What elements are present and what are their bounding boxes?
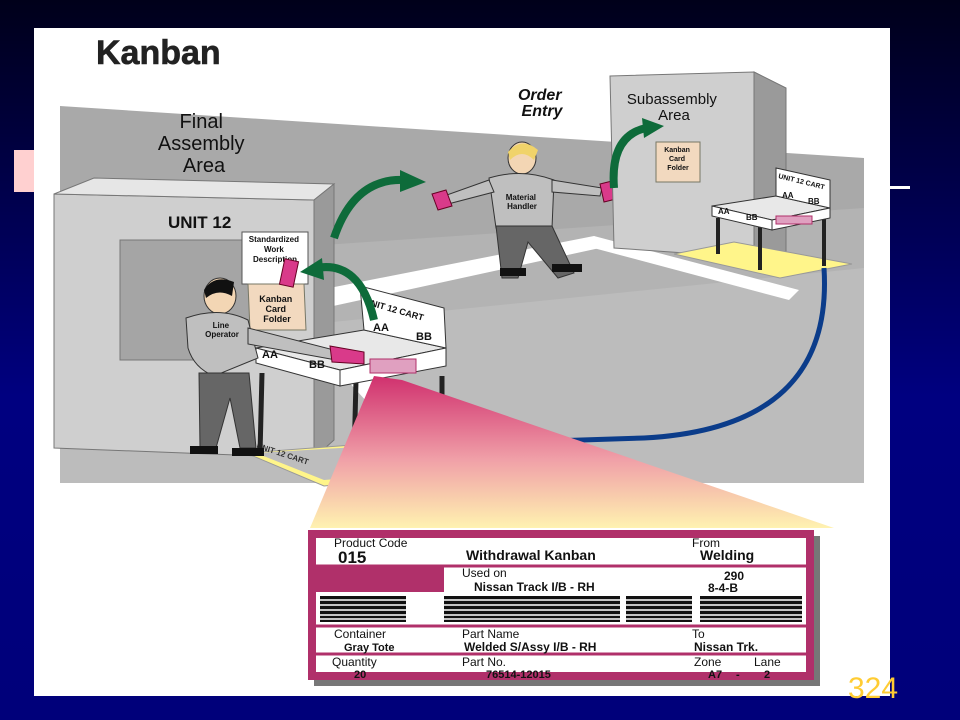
sub-cart-side-bb-label: BB (746, 213, 758, 222)
part-name-label: Part Name (462, 627, 520, 641)
svg-text:Line Operator: Line Operator (205, 321, 239, 339)
svg-text:Final Assembly: Final Assembly Area (158, 111, 250, 177)
sub-cart-side-aa-label: AA (718, 207, 730, 216)
slide-title: Kanban (96, 34, 221, 72)
kanban-card-in-hand (329, 345, 365, 365)
floor-lane-line (304, 236, 609, 308)
card-type-label: Withdrawal Kanban (466, 547, 596, 563)
svg-text:Kanban Card Fo: Kanban Card Folder (259, 294, 295, 324)
card-used-on-block (316, 566, 444, 592)
to-label: To (692, 627, 705, 641)
unit12-label: UNIT 12 (168, 213, 231, 232)
part-no-value: 76514-12015 (486, 669, 551, 681)
arrow-cart-return (519, 267, 827, 445)
to-value: Nissan Trk. (694, 640, 758, 654)
location-top-value: 290 (724, 569, 744, 583)
used-on-value: Nissan Track I/B - RH (474, 580, 595, 594)
used-on-label: Used on (462, 566, 507, 580)
arrow-cart-to-handler (330, 175, 405, 240)
cart-side-aa-label: AA (262, 349, 278, 361)
svg-text:Material Handler: Material Handler (506, 193, 538, 211)
zone-lane-separator: - (736, 669, 740, 681)
final-assembly-label-3: Area (183, 155, 226, 177)
final-assembly-label-2: Assembly (158, 133, 245, 155)
container-label: Container (334, 627, 386, 641)
from-value: Welding (700, 547, 754, 563)
subassembly-label-1: Subassembly (627, 91, 718, 108)
arrow-to-folder (315, 263, 378, 321)
svg-text:Order Entry: Order Entry (518, 87, 566, 120)
subassembly-label-2: Area (658, 107, 690, 124)
subassembly-kanban-folder (655, 141, 701, 183)
order-entry-label-1: Order (518, 87, 562, 104)
arrow-handler-to-subassembly (609, 124, 648, 189)
standardized-work-sheet (241, 231, 309, 285)
sub-bin-bb-label: BB (808, 197, 820, 206)
order-entry-label-2: Entry (522, 103, 564, 120)
from-label: From (692, 536, 720, 550)
sub-bin-aa-label: AA (782, 191, 794, 200)
svg-text:Standardized Work: Standardized Work Description (249, 235, 301, 264)
svg-text:Subassembly Area: Subassembly Area (627, 91, 721, 124)
quantity-value: 20 (354, 669, 366, 681)
part-no-label: Part No. (462, 655, 506, 669)
accent-line (880, 186, 910, 189)
svg-text:Kanban Card Fo: Kanban Card Folder (664, 147, 692, 172)
kanban-illustration: Kanban UNIT 12 Final Assembly Area (53, 34, 864, 528)
card-zoom-funnel (310, 376, 834, 528)
zone-label: Zone (694, 655, 722, 669)
zone-value: A7 (708, 669, 722, 681)
part-name-value: Welded S/Assy I/B - RH (464, 640, 596, 654)
final-assembly-label-1: Final (180, 111, 223, 133)
lane-value: 2 (764, 669, 770, 681)
withdrawal-kanban-card: Product Code 015 Withdrawal Kanban From … (308, 530, 820, 686)
page-number: 324 (848, 672, 899, 705)
bin-bb-label: BB (416, 331, 432, 343)
bin-aa-label: AA (373, 322, 389, 334)
product-code-label: Product Code (334, 536, 408, 550)
container-value: Gray Tote (344, 642, 395, 654)
cart-side-bb-label: BB (309, 359, 325, 371)
lane-label: Lane (754, 655, 781, 669)
product-code-value: 015 (338, 548, 366, 567)
quantity-label: Quantity (332, 655, 377, 669)
kanban-card-in-folder (278, 258, 300, 288)
location-bottom-value: 8-4-B (708, 581, 738, 595)
